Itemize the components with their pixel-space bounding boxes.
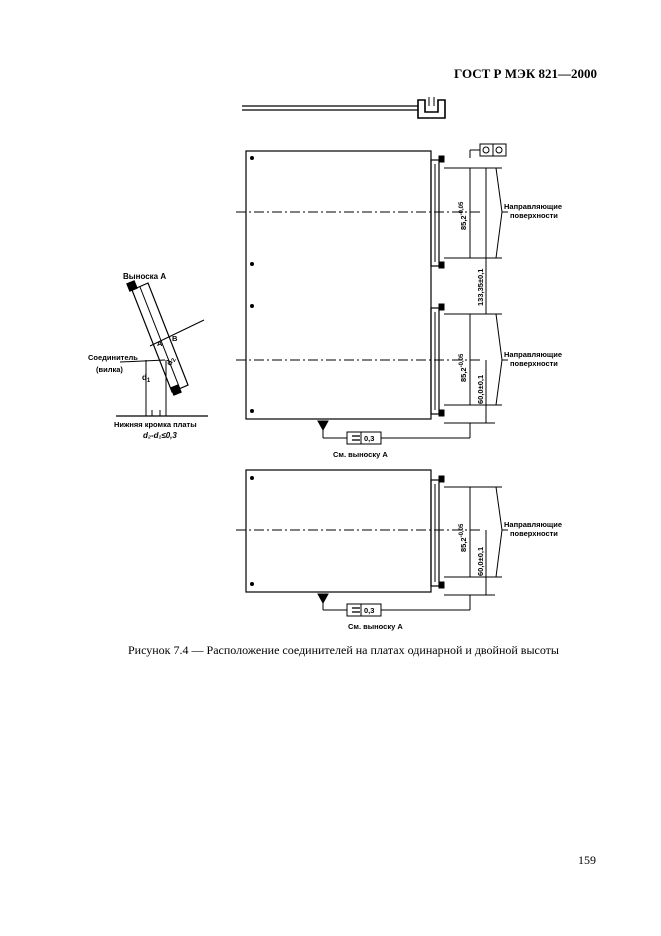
guiding-surfaces-1-line2: поверхности <box>510 211 558 220</box>
plug-label: (вилка) <box>96 365 123 374</box>
dim-60-bot: 60,0±0,1 <box>476 547 485 576</box>
see-detail-a-top: См. выноску А <box>333 450 388 459</box>
guiding-surfaces-3-line1: Направляющие <box>504 520 562 529</box>
guiding-surfaces-3-line2: поверхности <box>510 529 558 538</box>
document-standard-header: ГОСТ Р МЭК 821—2000 <box>454 66 597 81</box>
dim-133: 133,35±0,1 <box>476 269 485 306</box>
dim-60-top: 60,0±0,1 <box>476 375 485 404</box>
guiding-surfaces-1-line1: Направляющие <box>504 202 562 211</box>
connector-label: Соединитель <box>88 353 138 362</box>
detail-a-title: Выноска А <box>123 272 166 281</box>
flatness-value-top: 0,3 <box>364 434 374 443</box>
page-number: 159 <box>578 853 596 867</box>
figure-caption: Рисунок 7.4 — Расположение соединителей … <box>128 643 559 657</box>
guiding-surfaces-2-line2: поверхности <box>510 359 558 368</box>
dim-85-bot: 85,2-0,05 <box>459 523 468 552</box>
guiding-surfaces-2-line1: Направляющие <box>504 350 562 359</box>
d1-label: d1 <box>142 373 151 384</box>
flatness-value-bot: 0,3 <box>364 606 374 615</box>
dim-85-mid: 85,2-0,05 <box>459 353 468 382</box>
dim-85-top: 85,2-0,05 <box>459 201 468 230</box>
point-a-label: А <box>157 339 163 348</box>
lower-edge-label: Нижняя кромка платы <box>114 420 197 429</box>
see-detail-a-bot: См. выноску А <box>348 622 403 631</box>
point-b-label: В <box>172 334 178 343</box>
tolerance-label: d₂-d₁≤0,3 <box>143 431 177 440</box>
d2-label: d2 <box>165 355 179 367</box>
